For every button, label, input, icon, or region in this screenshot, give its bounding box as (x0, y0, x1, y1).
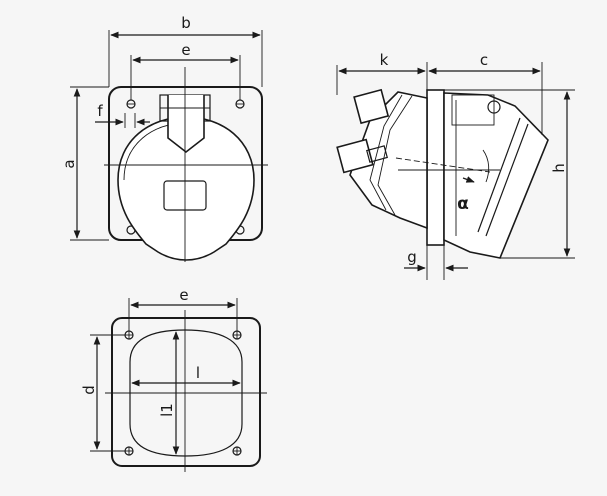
dim-label-e-bottom: e (179, 286, 188, 304)
dim-label-l: l (196, 364, 200, 382)
front-view: b e f a (60, 14, 268, 262)
side-view: α k c h g (336, 51, 575, 280)
side-flange (426, 89, 445, 246)
dim-label-a: a (60, 159, 78, 168)
front-lid (443, 92, 549, 259)
dim-label-b: b (181, 14, 191, 32)
dim-label-g: g (407, 248, 417, 266)
cutout-flange (111, 317, 261, 467)
rear-housing (349, 91, 428, 230)
angle-label-alpha: α (457, 194, 469, 214)
terminal-top (353, 88, 390, 125)
dim-label-l1: l1 (158, 403, 176, 417)
cutout-oval (129, 329, 243, 457)
cutout-view: e d l l1 (80, 286, 267, 472)
dim-label-f: f (97, 102, 103, 120)
dim-label-d: d (80, 385, 98, 395)
dim-label-h: h (550, 163, 568, 173)
dim-label-c: c (480, 51, 488, 69)
dim-label-e-top: e (181, 41, 190, 59)
terminal-bottom (336, 138, 374, 174)
dim-label-k: k (380, 51, 389, 69)
lid-latch (167, 95, 205, 154)
